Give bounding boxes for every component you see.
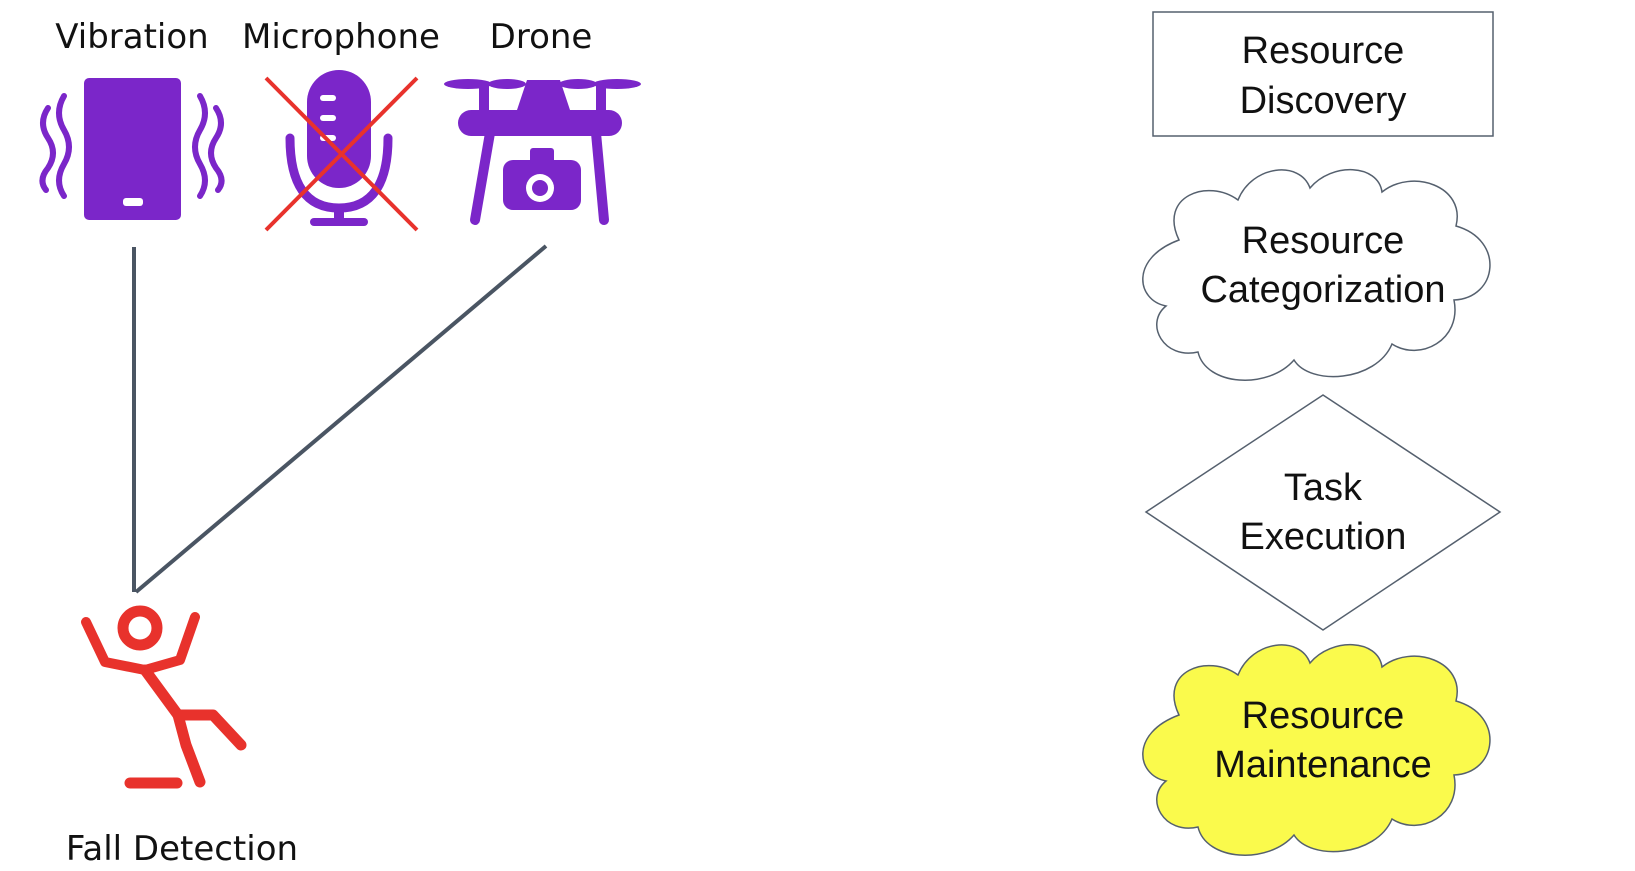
resource-categorization-node: Resource Categorization bbox=[1142, 168, 1491, 381]
drone-connector bbox=[134, 244, 548, 594]
falling-person-icon bbox=[81, 605, 247, 789]
task-execution-node: Task Execution bbox=[1144, 394, 1502, 631]
resource-categorization-line2: Categorization bbox=[1200, 269, 1445, 311]
task-execution-line1: Task bbox=[1284, 467, 1363, 509]
microphone-label: Microphone bbox=[242, 17, 440, 57]
resource-discovery-line1: Resource bbox=[1242, 30, 1405, 72]
fall-detection-label: Fall Detection bbox=[66, 829, 298, 869]
resource-categorization-line1: Resource bbox=[1242, 220, 1405, 262]
resource-maintenance-line2: Maintenance bbox=[1214, 744, 1432, 786]
resource-discovery-node: Resource Discovery bbox=[1152, 11, 1494, 137]
vibration-label: Vibration bbox=[55, 17, 208, 57]
microphone-icon bbox=[285, 70, 393, 226]
resource-discovery-line2: Discovery bbox=[1240, 80, 1407, 122]
vibrating-phone-icon bbox=[39, 78, 225, 220]
resource-maintenance-line1: Resource bbox=[1242, 695, 1405, 737]
camera-drone-icon bbox=[444, 79, 641, 225]
disabled-cross-icon bbox=[264, 76, 419, 232]
drone-label: Drone bbox=[490, 17, 593, 57]
resource-maintenance-node: Resource Maintenance bbox=[1142, 643, 1491, 856]
task-execution-line2: Execution bbox=[1240, 516, 1407, 558]
